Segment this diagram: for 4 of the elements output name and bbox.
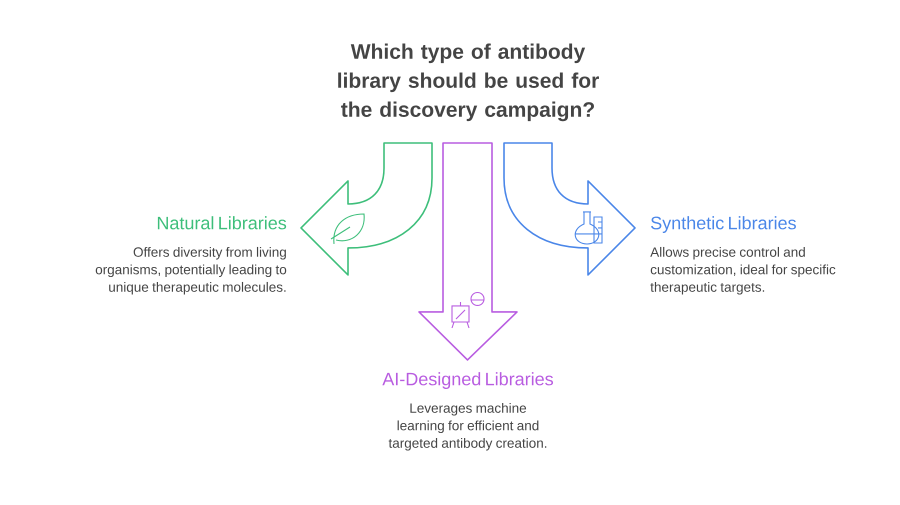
option-text: Natural Libraries Offers diversity from living organisms, potentially leading to unique therapeutic molecules. [96,216,286,295]
title: Which type of antibody library should be used for the discovery campaign? [338,44,599,122]
option-text: Synthetic Libraries Allows precise control and customization, ideal for specific therapeutic targets. [650,216,836,295]
option-text: AI-Designed Libraries Leverages machine learning for efficient and targeted antibody creation. [382,372,554,451]
